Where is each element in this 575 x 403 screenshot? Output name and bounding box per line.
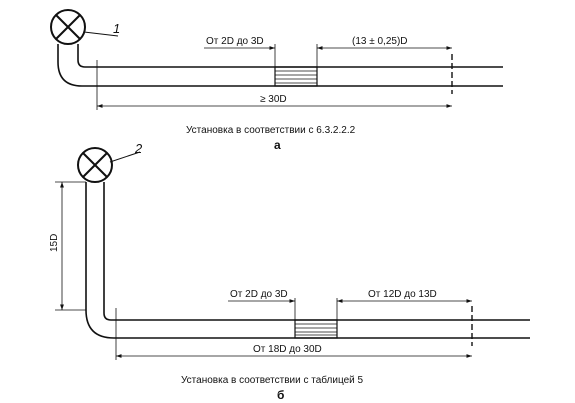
- pipe-inner-wall: [77, 44, 503, 68]
- caption: Установка в соответствии с 6.3.2.2.2: [186, 125, 356, 136]
- callout-leader: [109, 151, 141, 163]
- valve-symbol-icon: [77, 147, 113, 183]
- pipe-outer-wall: [85, 182, 530, 339]
- caption: Установка в соответствии с таблицей 5: [181, 374, 364, 386]
- dim-label-downstream: От 12D до 13D: [368, 289, 437, 300]
- dim-label-vertical: 15D: [49, 234, 60, 252]
- dim-label-total: ≥ 30D: [260, 94, 287, 105]
- diagram-a: 1 От 2D до 3D (13 ± 0,25)D ≥ 30D Установ…: [50, 9, 503, 152]
- dim-label-upstream: От 2D до 3D: [206, 36, 264, 47]
- diagram-b: 2 15D От 2D до 3D От 12D до 13D От 18: [49, 141, 530, 402]
- dim-label-downstream: (13 ± 0,25)D: [352, 36, 408, 47]
- valve-symbol-icon: [50, 9, 86, 45]
- figure-letter: а: [274, 138, 281, 152]
- flow-conditioner: [294, 319, 338, 339]
- dim-label-total: От 18D до 30D: [253, 344, 322, 355]
- callout-number: 2: [134, 141, 143, 156]
- figure-letter: б: [277, 388, 284, 402]
- pipe-inner-wall: [103, 182, 530, 321]
- flow-conditioner: [274, 66, 318, 87]
- callout-leader: [83, 31, 119, 37]
- pipe-outer-wall: [57, 44, 503, 87]
- callout-number: 1: [113, 21, 120, 36]
- dim-label-upstream: От 2D до 3D: [230, 289, 288, 300]
